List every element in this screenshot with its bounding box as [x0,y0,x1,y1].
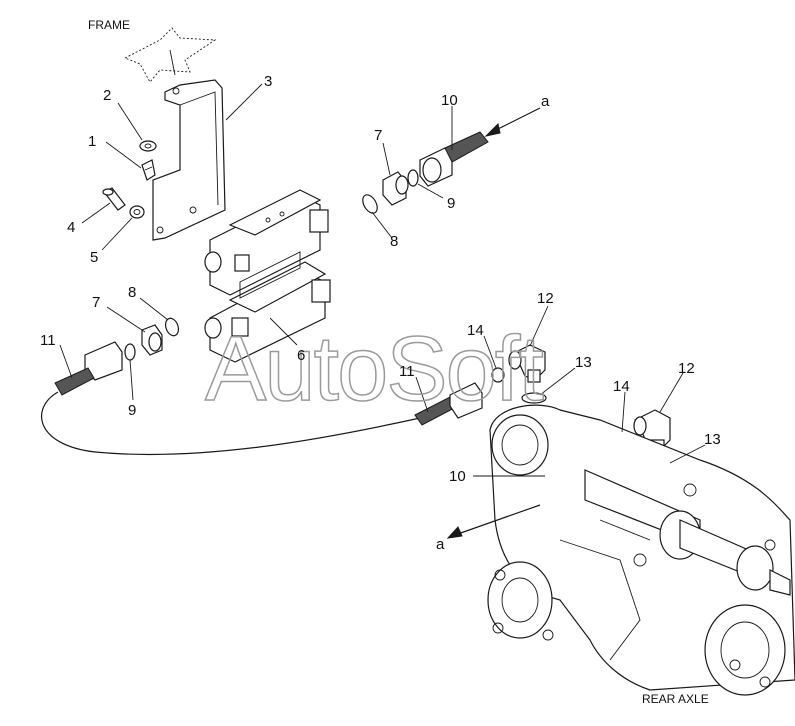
callout-7-lower: 7 [92,294,100,311]
rear-axle-label: REAR AXLE [642,692,709,706]
callout-14-lower: 14 [613,378,630,395]
coupler-11-left [54,341,123,396]
frame-label: FRAME [88,18,130,32]
ring-14-upper [491,367,505,383]
elbow-12-upper [508,344,546,383]
callout-12-lower: 12 [678,360,695,377]
bolt-1 [141,159,156,181]
bolt-4 [102,187,126,211]
hose-line [41,391,421,456]
adapter-7-lower [141,324,163,356]
seal-13-upper [521,392,547,404]
adapter-7-upper [382,171,409,206]
callout-8-upper: 8 [390,233,398,250]
callout-labels: 1 2 3 4 5 6 7 7 8 8 9 9 10 10 11 11 12 1… [40,73,721,553]
callout-4: 4 [67,219,75,236]
solenoid-valve-assembly-6 [204,189,331,363]
arrow-a-lower [446,504,541,539]
rear-axle-housing [487,404,795,696]
leader-lines [59,83,706,477]
callout-12-upper: 12 [537,290,554,307]
callout-7-upper: 7 [374,127,382,144]
callout-a-lower: a [436,536,445,553]
arrow-a-upper [484,107,541,137]
callout-11-left: 11 [40,332,56,349]
ring-9-lower [124,343,136,361]
washer-5 [129,205,145,219]
callout-13-lower: 13 [704,431,721,448]
callout-14-upper: 14 [467,322,484,339]
callout-5: 5 [90,249,98,266]
callout-3: 3 [264,73,272,90]
callout-9-lower: 9 [128,402,136,419]
elbow-12-lower [633,409,671,453]
callout-10-lower: 10 [449,468,466,485]
ring-8-lower [164,317,180,337]
washer-2 [139,140,157,152]
watermark-text: AutoSoft [205,318,543,420]
ring-8-upper [362,194,378,214]
ring-9-upper [407,169,419,187]
callout-a-upper: a [541,93,550,110]
callout-11-right: 11 [399,363,415,380]
callout-13-upper: 13 [575,354,592,371]
callout-8-lower: 8 [128,284,136,301]
coupler-11-right [414,382,483,426]
callout-6: 6 [297,347,305,364]
callout-1: 1 [88,133,96,150]
coupler-10-upper [419,131,489,187]
callout-2: 2 [103,87,111,104]
callout-9-upper: 9 [447,195,455,212]
callout-10-upper: 10 [441,92,458,109]
frame-symbol [123,27,217,83]
bracket-3 [152,79,226,241]
